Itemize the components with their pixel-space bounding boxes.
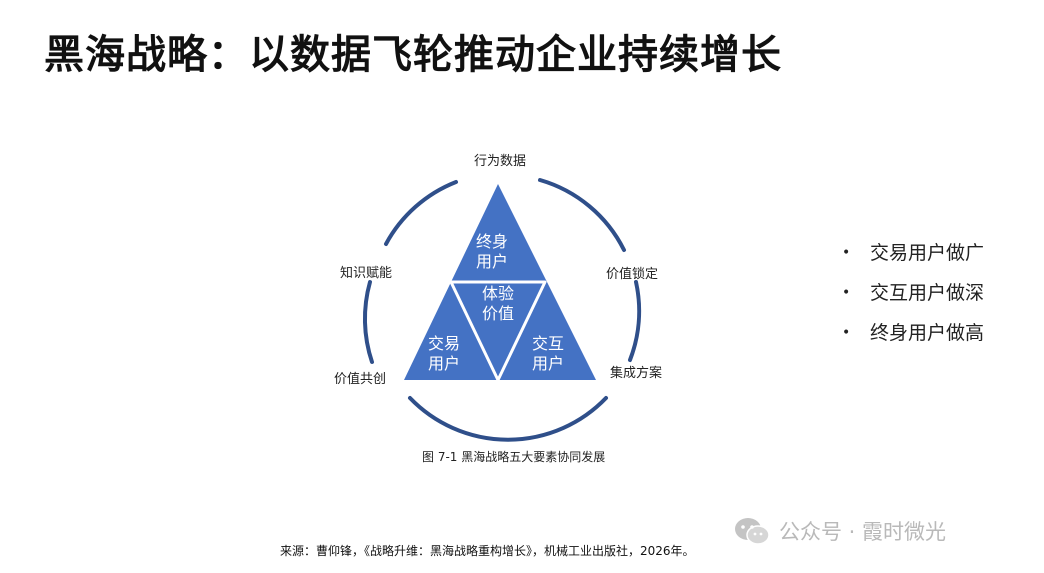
ring-arc-top-left <box>384 180 458 246</box>
triangle-divider <box>449 280 547 382</box>
watermark: 公众号 · 霞时微光 <box>733 514 946 548</box>
source-note: 来源：曹仰锋，《战略升维：黑海战略重构增长》，机械工业出版社，2026年。 <box>280 544 695 558</box>
bullet-icon: • <box>842 245 851 261</box>
bullet-text: 交互用户做深 <box>870 282 985 304</box>
label-integrated-solution: 集成方案 <box>610 366 663 381</box>
bullet-list: • 交易用户做广 • 交互用户做深 • 终身用户做高 <box>842 240 984 360</box>
label-knowledge-empowerment: 知识赋能 <box>340 266 393 281</box>
bullet-icon: • <box>842 325 851 341</box>
label-behavior-data: 行为数据 <box>474 154 527 169</box>
bullet-text: 交易用户做广 <box>870 242 985 264</box>
ring-arc-top-right <box>538 178 626 252</box>
flywheel-graphic <box>362 178 642 442</box>
bullet-item: • 交互用户做深 <box>842 280 984 320</box>
bullet-icon: • <box>842 285 851 301</box>
bullet-text: 终身用户做高 <box>870 322 985 344</box>
triangle-label-transaction-users: 交易用户 <box>427 334 460 373</box>
triangle-label-experience-value: 体验价值 <box>481 284 514 323</box>
label-value-cocreation: 价值共创 <box>334 372 387 387</box>
page-title: 黑海战略：以数据飞轮推动企业持续增长 <box>44 31 782 78</box>
flywheel-diagram: 行为数据 价值锁定 集成方案 价值共创 知识赋能 终身用户 体验价值 交易用户 … <box>300 140 720 480</box>
bullet-item: • 终身用户做高 <box>842 320 984 360</box>
ring-arc-right <box>628 280 642 362</box>
figure-caption: 图 7-1 黑海战略五大要素协同发展 <box>422 450 606 464</box>
wechat-icon <box>735 518 770 545</box>
label-value-lock: 价值锁定 <box>606 267 659 282</box>
ring-arc-left <box>362 280 374 364</box>
watermark-text: 公众号 · 霞时微光 <box>779 520 947 544</box>
triangle-label-lifetime-users: 终身用户 <box>475 232 508 271</box>
bullet-item: • 交易用户做广 <box>842 240 984 280</box>
ring-arc-bottom <box>408 396 608 442</box>
triangle-label-interaction-users: 交互用户 <box>531 334 564 373</box>
